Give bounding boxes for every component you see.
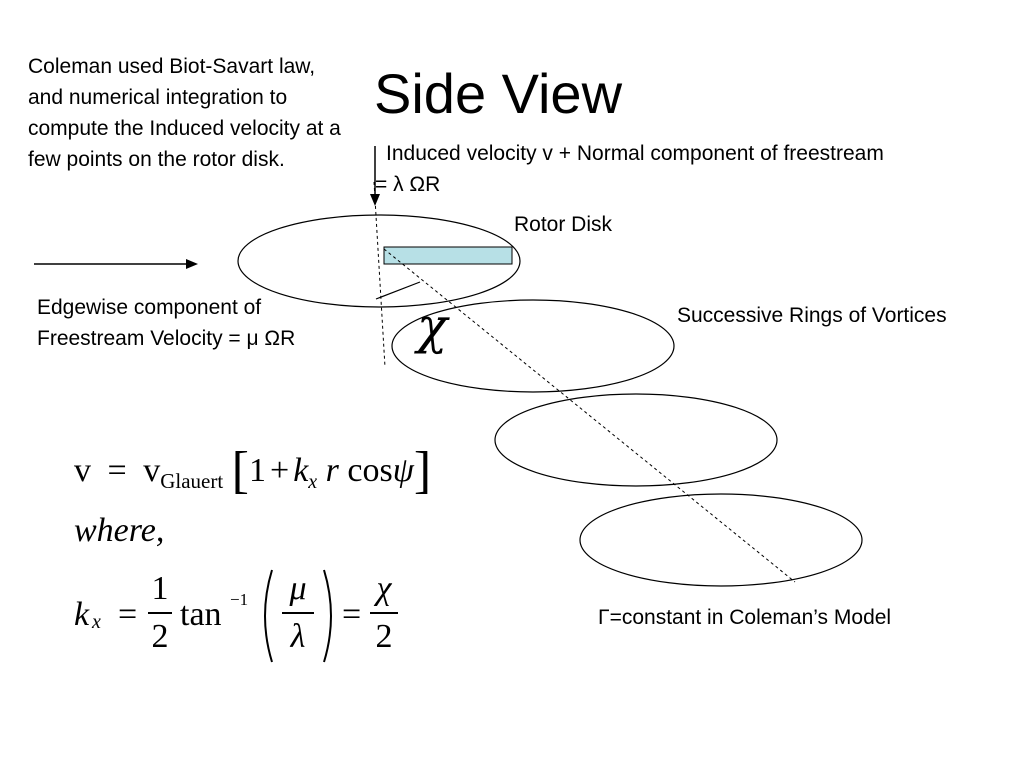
induced-velocity-label-line2: = λ ΩR	[375, 173, 441, 196]
eq1-v: v	[143, 452, 161, 489]
eq2-lambda: λ	[290, 618, 306, 655]
eq1-k: k	[293, 452, 309, 489]
rotor-disk-label: Rotor Disk	[514, 213, 613, 236]
eq2-half-fraction-line	[148, 612, 172, 614]
eq2-chi: χ	[376, 570, 392, 607]
eq2-chi-fraction-line	[370, 612, 398, 614]
chi-angle-symbol: χ	[417, 297, 448, 355]
eq2-half-denominator: 2	[151, 618, 169, 655]
freestream-arrowhead	[186, 259, 198, 269]
eq1-psi: ψ	[392, 452, 414, 489]
eq2-tan-exponent: −1	[230, 590, 249, 609]
edgewise-velocity-label-line1: Edgewise component of	[37, 296, 262, 319]
eq1-equals: =	[107, 452, 127, 489]
where-text: where,	[74, 512, 165, 549]
eq2-chi-denominator: 2	[375, 618, 393, 655]
skew-angle-line	[375, 281, 421, 300]
eq1-lhs: v	[74, 452, 91, 489]
page-title: Side View	[374, 62, 623, 125]
eq2-tan: tan	[180, 596, 222, 633]
eq1-open-bracket: [	[231, 442, 249, 499]
eq2-half-numerator: 1	[151, 570, 169, 607]
edgewise-velocity-label-line2: Freestream Velocity = μ ΩR	[37, 327, 296, 350]
coleman-note: Coleman used Biot-Savart law, and numeri…	[28, 55, 341, 171]
vortex-rings-label: Successive Rings of Vortices	[677, 304, 947, 327]
eq1-glauert-subscript: Glauert	[160, 469, 224, 493]
eq2-mu: μ	[289, 570, 307, 607]
rotor-disk-rect	[383, 246, 513, 265]
wake-skew-dashed-line	[383, 248, 796, 583]
eq1-close-bracket: ]	[413, 442, 432, 499]
eq2-k-subscript: x	[92, 611, 101, 633]
eq1-cos: cos	[347, 452, 393, 489]
eq1-r: r	[325, 452, 339, 489]
eq1-k-subscript: x	[308, 471, 318, 493]
eq2-equals-second: =	[342, 596, 362, 633]
velocity-equation: v = vGlauert [1+kx r cosψ]	[74, 445, 431, 507]
vortex-ring-2-ellipse	[494, 393, 778, 487]
eq2-equals: =	[118, 596, 138, 633]
vortex-ring-3-ellipse	[579, 493, 863, 587]
eq2-k: k	[74, 596, 90, 633]
vertical-reference-dashed-line	[373, 181, 386, 368]
eq1-plus: +	[270, 452, 290, 489]
eq1-one: 1	[249, 452, 266, 489]
eq2-parentheses	[264, 569, 332, 663]
induced-velocity-label-line1: Induced velocity v + Normal component of…	[386, 142, 884, 165]
vortex-ring-1-ellipse	[391, 299, 675, 393]
rotor-ring-ellipse	[237, 214, 521, 308]
gamma-constant-label: Γ=constant in Coleman’s Model	[598, 606, 892, 629]
